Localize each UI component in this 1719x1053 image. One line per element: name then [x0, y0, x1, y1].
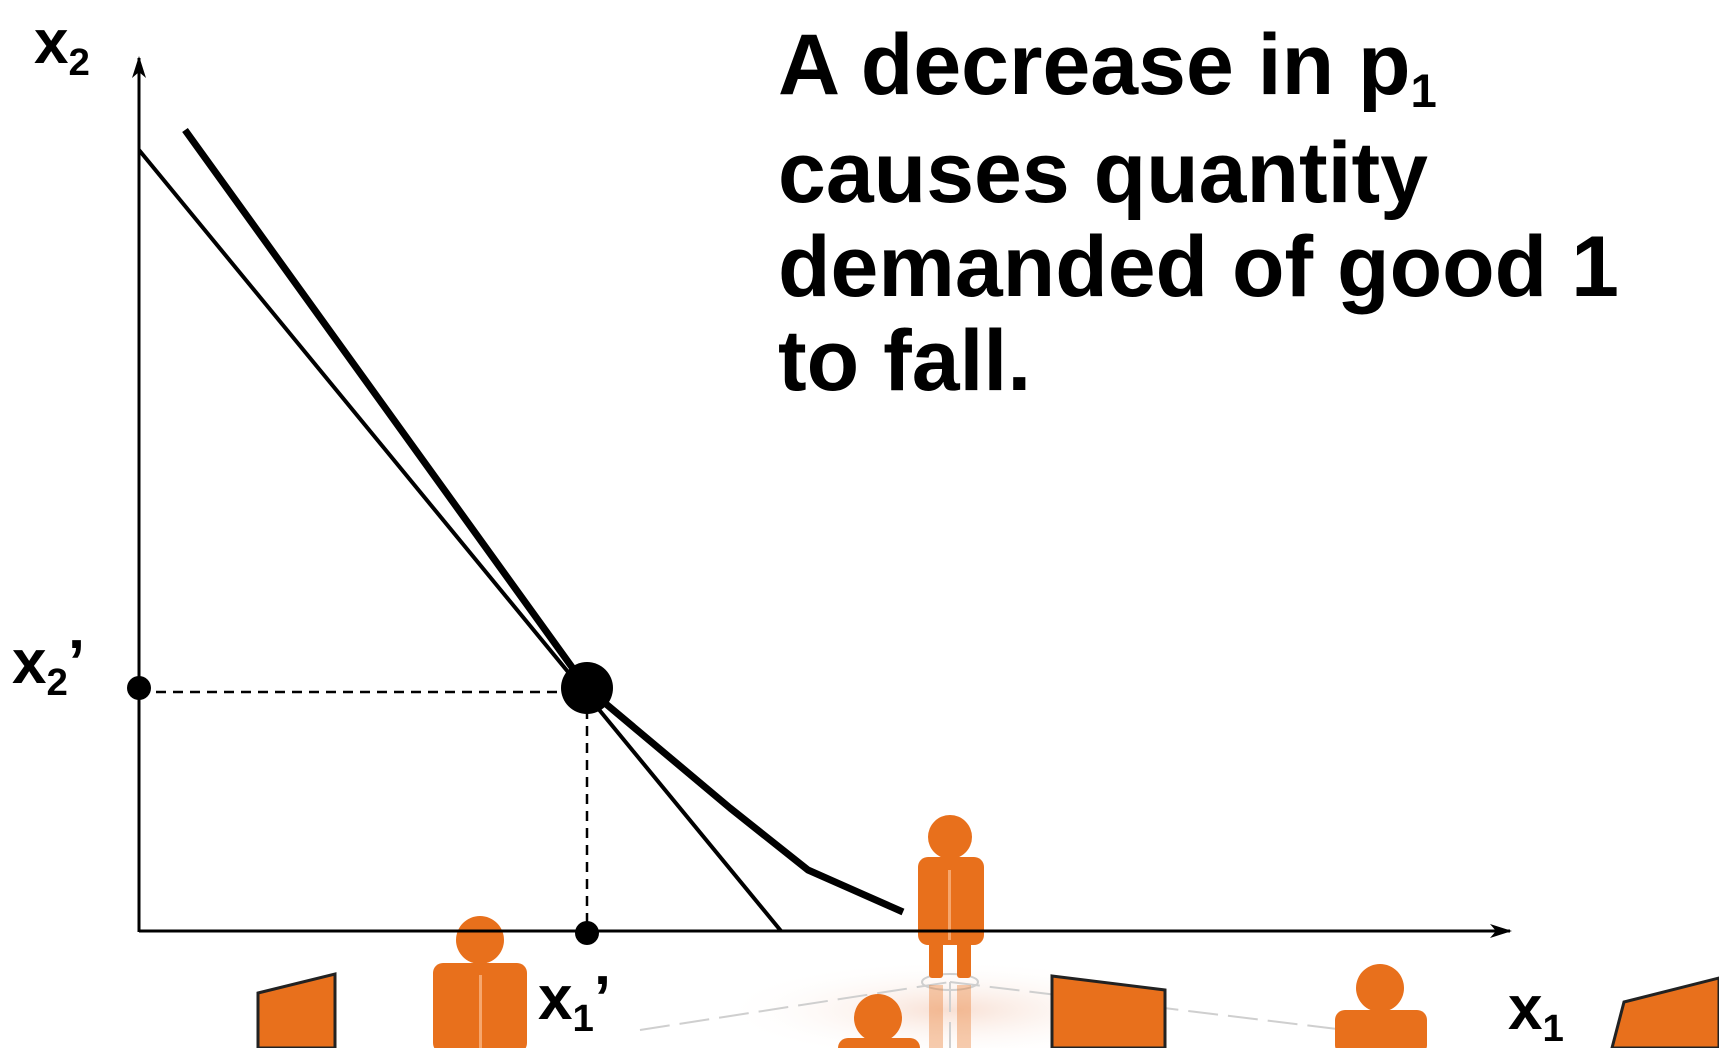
laptop-screen	[256, 972, 337, 1050]
people-network-image	[256, 815, 1719, 1053]
person-figure	[918, 815, 984, 978]
laptop-screen	[1050, 974, 1167, 1050]
network-lines	[639, 981, 1346, 1048]
floor-ring	[921, 973, 979, 991]
person-figure	[1335, 964, 1427, 1053]
person-figure	[433, 916, 527, 1053]
y-axis-label: x2	[34, 8, 90, 85]
x1-prime-dot	[575, 921, 599, 945]
person-reflection	[929, 985, 971, 1048]
slide-title: A decrease in p1 causes quantity demande…	[778, 17, 1619, 409]
optimal-bundle-point	[561, 662, 613, 714]
x2-prime-label: x2’	[12, 628, 86, 705]
x2-prime-dot	[127, 676, 151, 700]
indifference-curve	[182, 127, 905, 916]
budget-line	[137, 148, 783, 933]
laptop-screen	[1610, 976, 1719, 1050]
x-axis-label: x1	[1508, 974, 1564, 1051]
x1-prime-label: x1’	[538, 964, 612, 1041]
